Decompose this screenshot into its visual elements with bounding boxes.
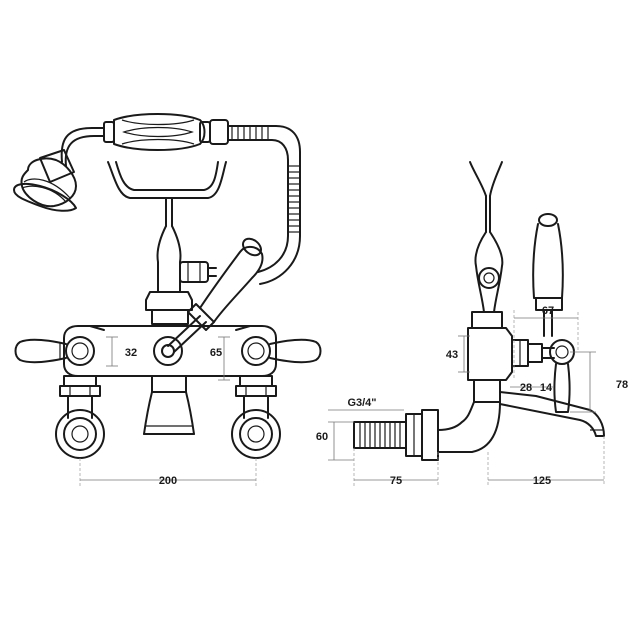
dimension-offset-b-label: 14 bbox=[540, 382, 553, 394]
shower-handset bbox=[103, 113, 229, 151]
central-spout bbox=[143, 375, 195, 435]
front-view: 200 32 65 bbox=[13, 113, 322, 487]
dimension-inner-label: 32 bbox=[125, 347, 137, 359]
dimension-thread-height-label: 60 bbox=[316, 431, 328, 443]
side-hook bbox=[469, 161, 504, 313]
side-dimensions: 67 43 28 14 78 G3/4" 60 75 125 bbox=[316, 305, 628, 487]
dimension-inlet-length-label: 75 bbox=[390, 475, 402, 487]
diverter-lever bbox=[167, 237, 264, 353]
shower-hose bbox=[60, 125, 301, 285]
dimension-height-label: 43 bbox=[446, 349, 458, 361]
right-leg bbox=[231, 375, 281, 459]
dimension-spout-length-label: 125 bbox=[533, 475, 551, 487]
dimension-top-label: 67 bbox=[542, 305, 554, 317]
left-tap bbox=[14, 336, 95, 366]
riser-column bbox=[145, 225, 217, 325]
side-lever bbox=[532, 213, 564, 337]
side-inlet bbox=[353, 401, 501, 461]
dimension-total-height-label: 78 bbox=[616, 379, 628, 391]
mixer-body bbox=[63, 325, 277, 377]
side-body bbox=[467, 311, 555, 381]
right-tap bbox=[241, 336, 322, 366]
left-leg bbox=[55, 375, 105, 459]
thread-label: G3/4" bbox=[347, 397, 376, 409]
shower-head bbox=[13, 149, 77, 212]
dimension-width-label: 200 bbox=[159, 475, 177, 487]
side-view: 67 43 28 14 78 G3/4" 60 75 125 bbox=[316, 161, 628, 487]
dimension-offset-a-label: 28 bbox=[520, 382, 532, 394]
front-dimensions: 200 32 65 bbox=[79, 336, 257, 487]
handset-cradle bbox=[107, 161, 227, 227]
dimension-outer-label: 65 bbox=[210, 347, 222, 359]
